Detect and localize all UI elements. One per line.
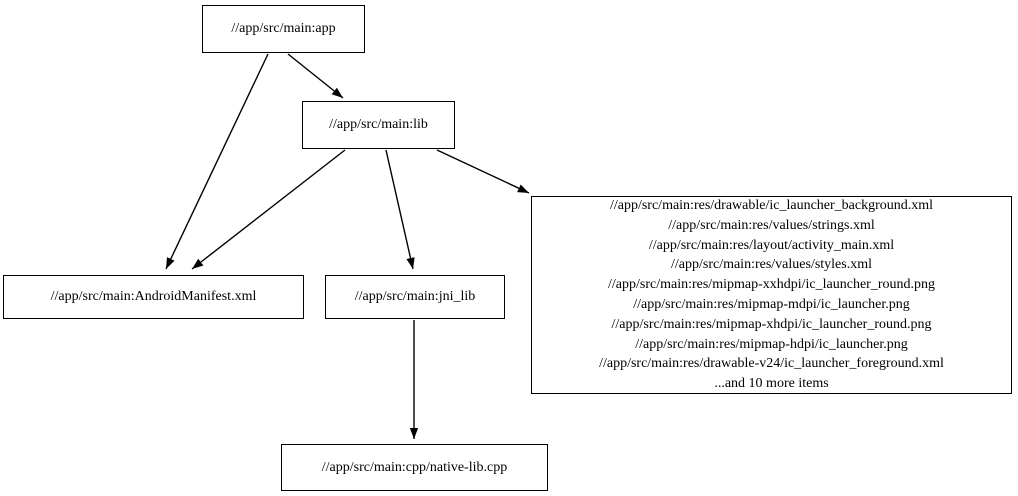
graph-node-android-manifest[interactable]: //app/src/main:AndroidManifest.xml (3, 275, 304, 319)
edge-lib-to-jni-lib (385, 149, 415, 270)
graph-node-jni-lib[interactable]: //app/src/main:jni_lib (325, 275, 505, 319)
graph-node-native-lib-label: //app/src/main:cpp/native-lib.cpp (321, 459, 508, 475)
edge-app-to-lib (287, 53, 344, 99)
graph-node-resources-label: //app/src/main:res/drawable/ic_launcher_… (599, 198, 944, 392)
edge-app-to-android-manifest (165, 53, 269, 270)
graph-node-resources[interactable]: //app/src/main:res/drawable/ic_launcher_… (531, 196, 1012, 394)
graph-node-lib-label: //app/src/main:lib (329, 117, 428, 133)
edge-lib-to-resources (436, 149, 530, 194)
graph-node-app[interactable]: //app/src/main:app (202, 5, 365, 53)
graph-node-native-lib[interactable]: //app/src/main:cpp/native-lib.cpp (281, 444, 548, 491)
graph-node-lib[interactable]: //app/src/main:lib (302, 101, 455, 149)
edge-lib-to-android-manifest (191, 149, 346, 270)
graph-node-jni-lib-label: //app/src/main:jni_lib (354, 289, 476, 305)
graph-node-app-label: //app/src/main:app (231, 21, 336, 37)
graph-node-android-manifest-label: //app/src/main:AndroidManifest.xml (50, 289, 257, 305)
